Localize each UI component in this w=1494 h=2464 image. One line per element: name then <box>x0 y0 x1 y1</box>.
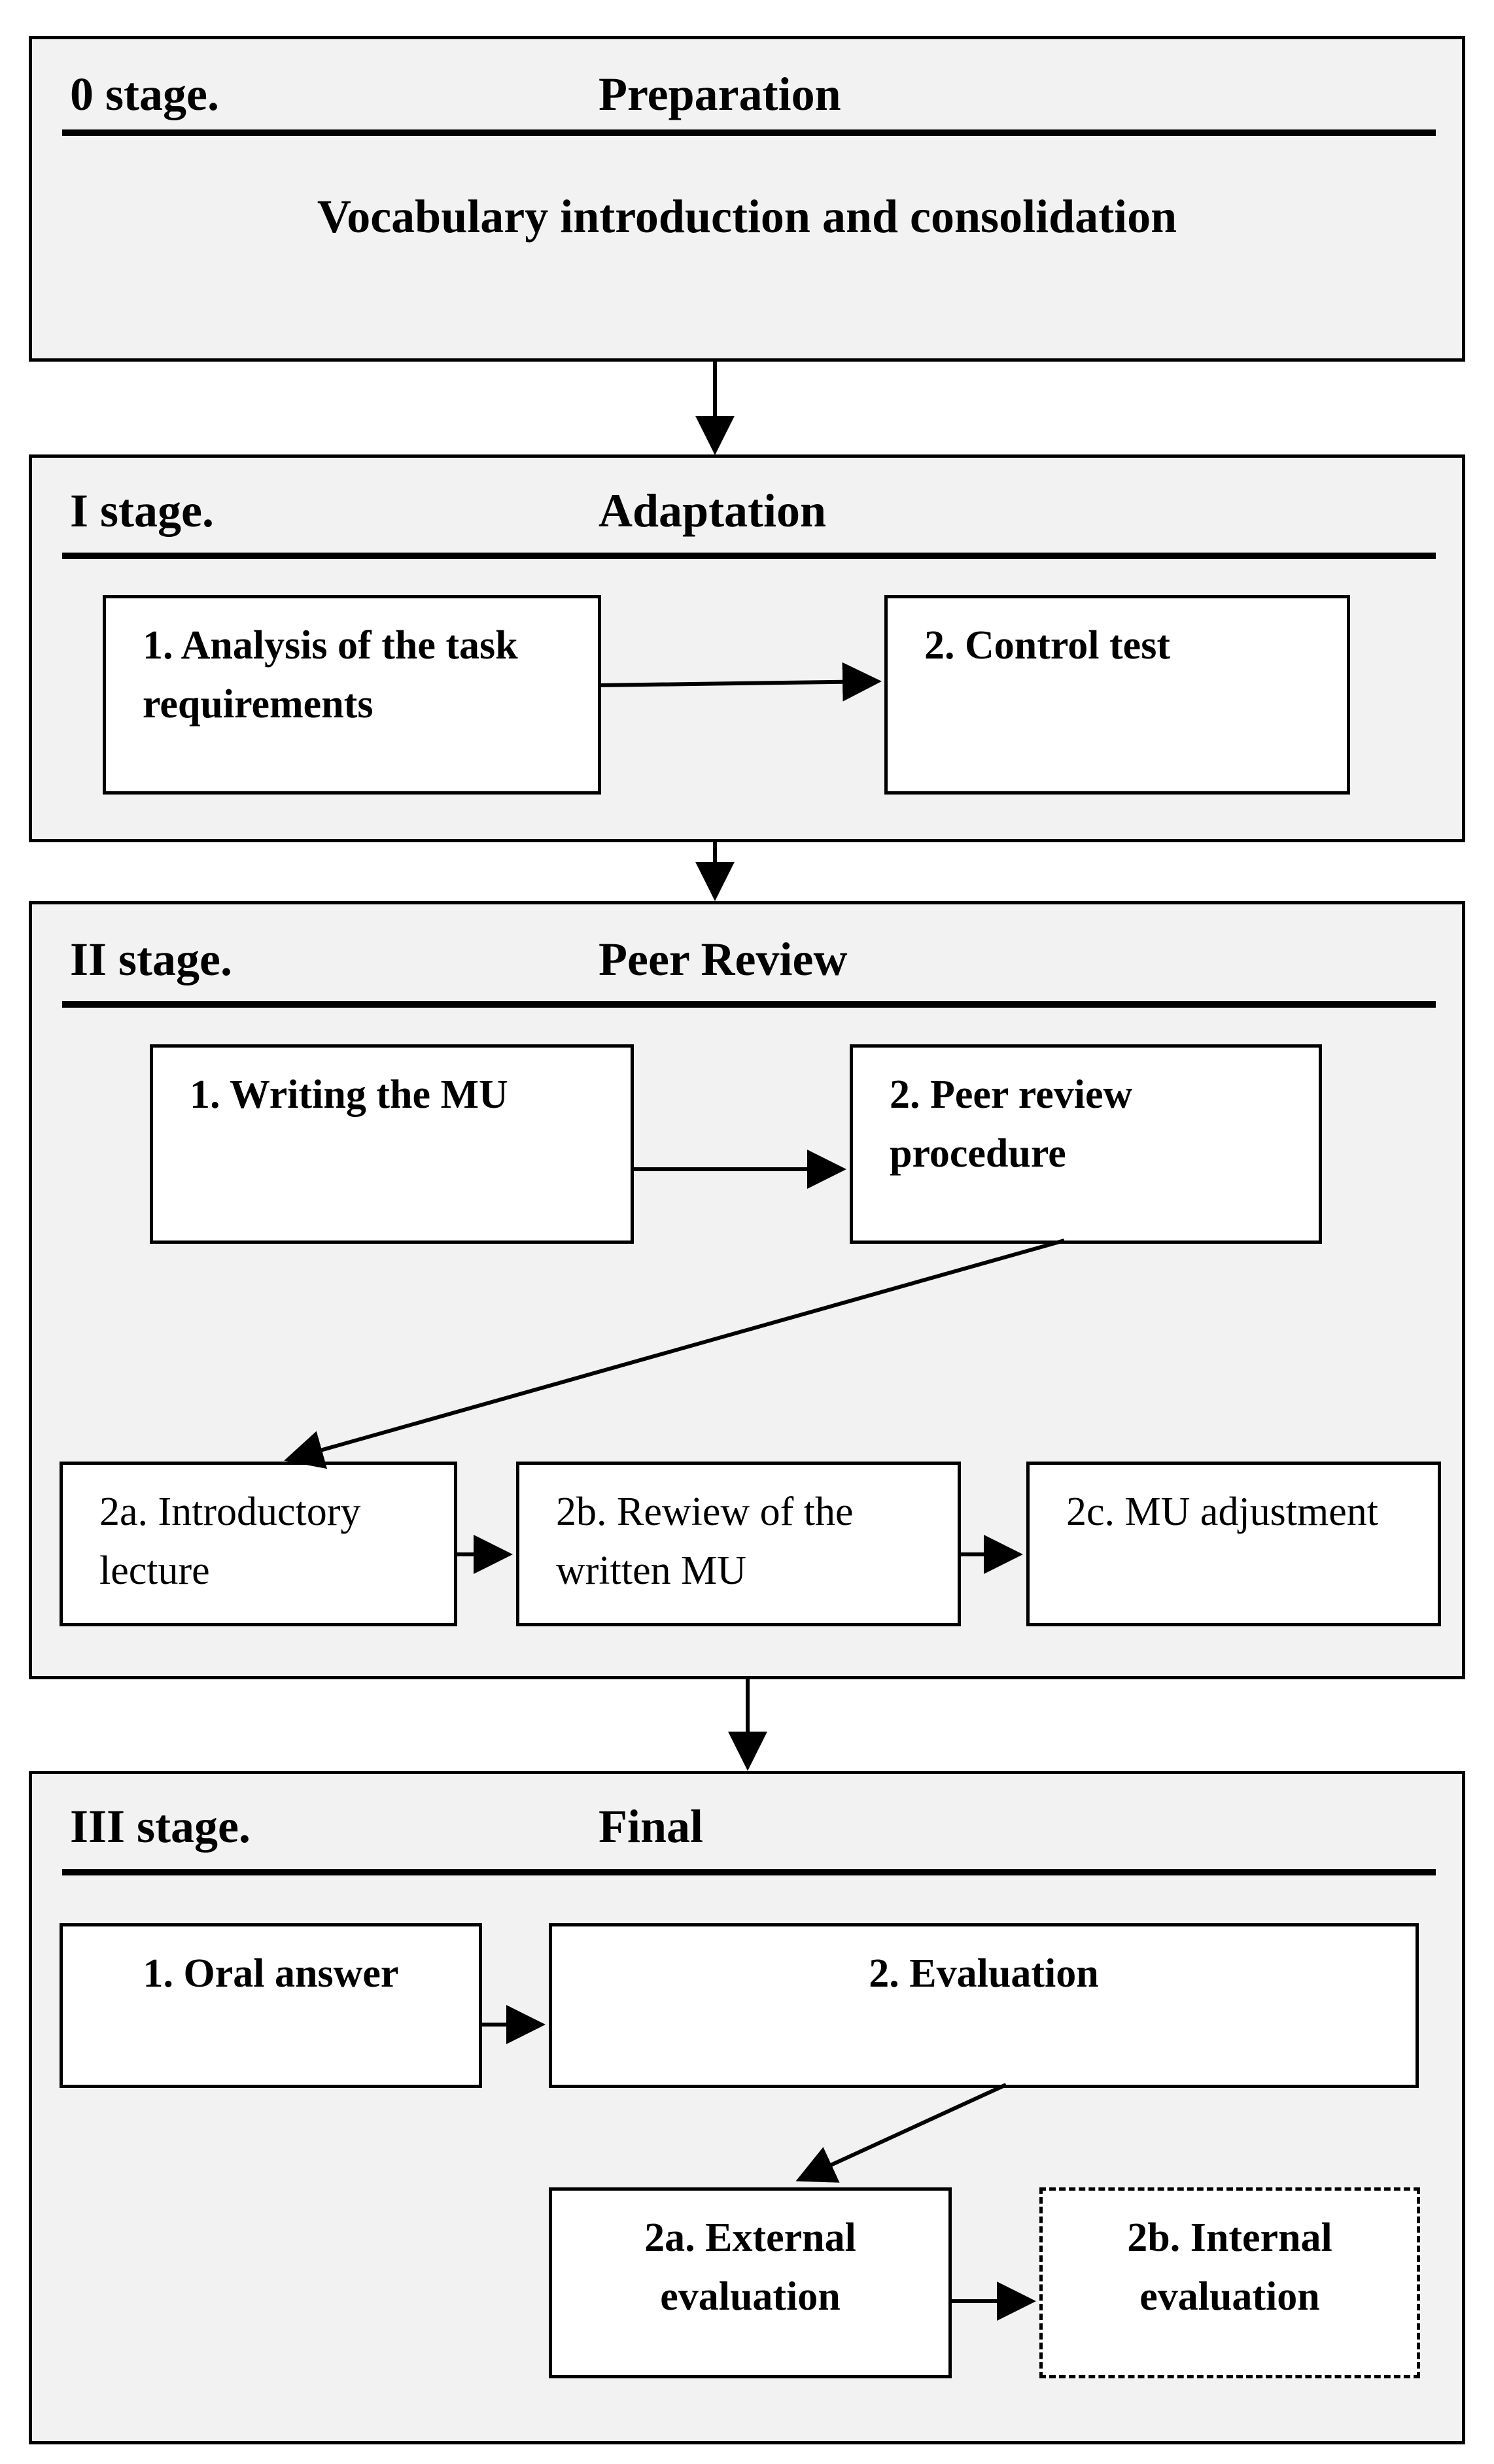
stage-3-label: III stage. <box>70 1800 251 1853</box>
control-test-box: 2. Control test <box>884 595 1350 795</box>
stage-1-rule <box>62 553 1436 559</box>
analysis-task-box: 1. Analysis of the task requirements <box>103 595 601 795</box>
oral-answer-box: 1. Oral answer <box>60 1923 482 2088</box>
stage-0-panel: 0 stage. Preparation Vocabulary introduc… <box>29 36 1465 362</box>
stage-2-label: II stage. <box>70 933 232 985</box>
stage-1-label: I stage. <box>70 485 214 537</box>
stage-2-panel: II stage. Peer Review 1. Writing the MU … <box>29 901 1465 1679</box>
stage-3-panel: III stage. Final 1. Oral answer 2. Evalu… <box>29 1771 1465 2444</box>
arrow-analysis-to-control <box>597 662 882 702</box>
mu-adjustment-box: 2c. MU adjustment <box>1026 1462 1441 1626</box>
stage-3-rule <box>62 1869 1436 1875</box>
internal-evaluation-box: 2b. Internal evaluation <box>1039 2187 1420 2378</box>
stage-0-rule <box>62 129 1436 136</box>
stage-1-title: Adaptation <box>599 485 827 537</box>
stage-2-rule <box>62 1001 1436 1008</box>
writing-mu-box: 1. Writing the MU <box>150 1044 634 1244</box>
arrow-evaluation-to-external <box>795 2083 1007 2183</box>
stage-0-subtitle: Vocabulary introduction and consolidatio… <box>317 190 1177 243</box>
stage-0-label: 0 stage. <box>70 68 219 120</box>
stage-3-title: Final <box>599 1800 704 1853</box>
review-written-mu-box: 2b. Rewiew of the written MU <box>516 1462 961 1626</box>
stage-0-title: Preparation <box>599 68 841 120</box>
stage-1-panel: I stage. Adaptation 1. Analysis of the t… <box>29 454 1465 842</box>
evaluation-box: 2. Evaluation <box>549 1923 1419 2088</box>
external-evaluation-box: 2a. External evaluation <box>549 2187 952 2378</box>
stage-2-title: Peer Review <box>599 933 848 985</box>
introductory-lecture-box: 2a. Introductory lecture <box>60 1462 457 1626</box>
arrow-peer-review-to-introductory <box>284 1239 1065 1469</box>
peer-review-procedure-box: 2. Peer review procedure <box>850 1044 1322 1244</box>
